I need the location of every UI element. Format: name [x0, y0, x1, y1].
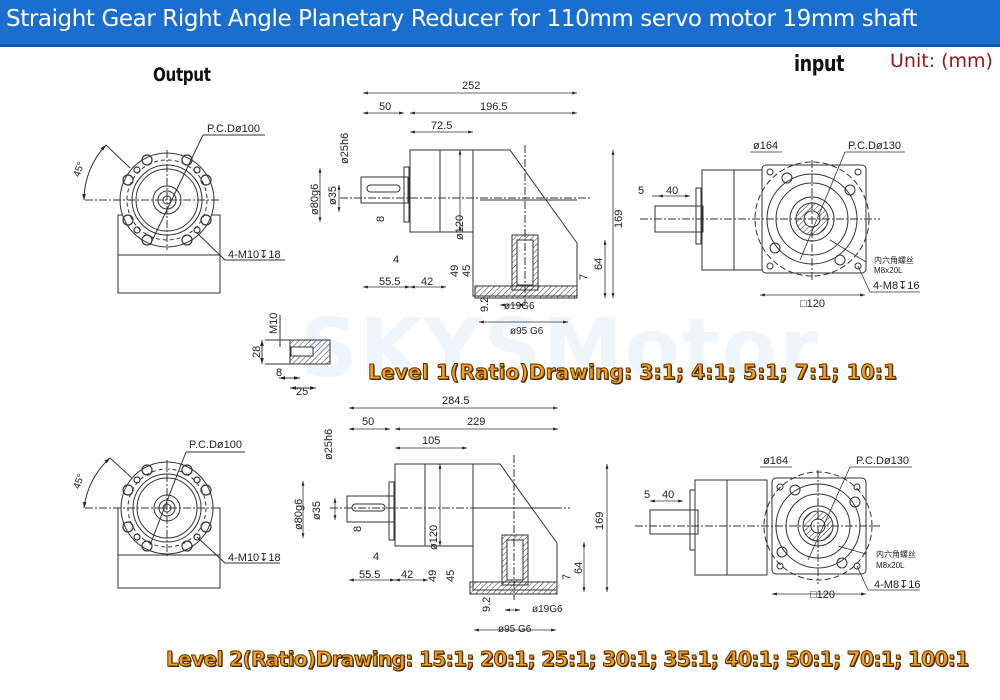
tap-dim-28: 28 — [251, 346, 263, 358]
input-outer-dia-l2: ø164 — [763, 455, 788, 467]
page-title: Straight Gear Right Angle Planetary Redu… — [6, 6, 918, 32]
side-view-level1 — [340, 145, 590, 305]
output-view-level2 — [82, 451, 280, 589]
dim-shaft-dia-l2: ø25h6 — [323, 429, 335, 460]
dim-shaft-l2: 50 — [362, 416, 374, 428]
dim-input-pilot-l2: ø95 G6 — [498, 624, 532, 635]
dim-49-l2: 49 — [427, 570, 439, 582]
dim-55-5-l2: 55.5 — [359, 569, 380, 581]
dim-input-bore-l1: ø19G6 — [504, 301, 535, 312]
dim-49-l1: 49 — [449, 265, 461, 277]
level1-caption: Level 1(Ratio)Drawing: 3:1; 4:1; 5:1; 7:… — [367, 360, 898, 385]
output-pcd-l2: P.C.Dø100 — [189, 439, 242, 451]
dim-key-dia-l2: ø35 — [311, 501, 323, 520]
input-square-l2: □120 — [810, 589, 835, 601]
dim-64-l1: 64 — [593, 258, 605, 270]
dim-4-l1: 4 — [393, 254, 399, 266]
dim-height-l2: 169 — [594, 512, 606, 530]
output-angle-l1: 45° — [72, 161, 88, 179]
dim-overall-l2: 284.5 — [442, 395, 470, 407]
dim-overall-l1: 252 — [462, 80, 480, 92]
dim-flange-dia-l2: ø80g6 — [293, 499, 305, 530]
dim-input-pilot-l1: ø95 G6 — [510, 326, 544, 337]
dim-7-l1: 7 — [578, 274, 590, 280]
tap-thread: M10 — [268, 313, 280, 334]
dim-height-l1: 169 — [613, 210, 625, 228]
dim-45-l1: 45 — [461, 265, 473, 277]
dim-key-width-l2: 8 — [352, 526, 364, 532]
input-screw-note-cn-l2: 内六角螺丝 — [876, 549, 916, 559]
dim-shaft-dia-l1: ø25h6 — [339, 133, 351, 164]
side-view-level2 — [330, 455, 570, 600]
dim-body-dia-l1: ø120 — [454, 215, 466, 240]
input-shaft-40-l2: 40 — [662, 489, 674, 501]
input-holes-l1: 4-M8↧16 — [873, 280, 920, 292]
unit-label: Unit: (mm) — [890, 50, 993, 72]
input-shaft-5-l2: 5 — [644, 489, 650, 501]
tap-dim-8: 8 — [276, 367, 282, 379]
dim-body-l2: 229 — [467, 416, 485, 428]
dim-key-dia-l1: ø35 — [327, 186, 339, 205]
dim-45-l2: 45 — [445, 570, 457, 582]
dim-shaft-l1: 50 — [379, 101, 391, 113]
dim-body-dia-l2: ø120 — [428, 525, 440, 550]
input-holes-l2: 4-M8↧16 — [874, 579, 921, 591]
input-label: input — [794, 52, 845, 77]
output-holes-l2: 4-M10↧18 — [228, 552, 281, 564]
output-angle-l2: 45° — [72, 473, 88, 491]
output-pcd-l1: P.C.Dø100 — [207, 123, 260, 135]
dim-input-bore-l2: ø19G6 — [532, 604, 563, 615]
dim-body-l1: 196.5 — [480, 101, 508, 113]
dim-7-l2: 7 — [561, 574, 573, 580]
input-pcd-l2: P.C.Dø130 — [856, 455, 909, 467]
dim-9-2-l2: 9.2 — [481, 597, 493, 612]
input-view-level1 — [640, 160, 880, 280]
dim-4-l2: 4 — [373, 551, 379, 563]
tap-dim-25: 25 — [296, 386, 308, 398]
level2-caption: Level 2(Ratio)Drawing: 15:1; 20:1; 25:1;… — [166, 647, 970, 672]
tap-detail — [260, 315, 331, 390]
input-square-l1: □120 — [800, 298, 825, 310]
output-view-level1 — [82, 134, 285, 294]
input-shaft-40-l1: 40 — [666, 185, 678, 197]
dim-9-2-l1: 9.2 — [479, 297, 491, 312]
watermark: SKYSMotor — [300, 302, 821, 395]
dim-section-l2: 105 — [422, 435, 440, 447]
dim-42-l2: 42 — [401, 569, 413, 581]
output-holes-l1: 4-M10↧18 — [228, 249, 281, 261]
input-screw-note-l1: M8x20L — [874, 266, 903, 275]
dim-64-l2: 64 — [573, 562, 585, 574]
dim-key-width-l1: 8 — [375, 216, 387, 222]
input-outer-dia-l1: ø164 — [753, 140, 778, 152]
title-bar: Straight Gear Right Angle Planetary Redu… — [0, 0, 1000, 47]
input-screw-note-l2: M8x20L — [876, 561, 905, 570]
input-screw-note-cn-l1: 内六角螺丝 — [874, 255, 914, 265]
input-pcd-l1: P.C.Dø130 — [848, 140, 901, 152]
dim-section-l1: 72.5 — [431, 120, 452, 132]
input-view-level2 — [635, 470, 880, 584]
dim-42-l1: 42 — [421, 276, 433, 288]
output-label: Output — [153, 64, 211, 86]
dim-flange-dia-l1: ø80g6 — [309, 184, 321, 215]
input-shaft-5-l1: 5 — [638, 185, 644, 197]
dim-55-5-l1: 55.5 — [379, 276, 400, 288]
